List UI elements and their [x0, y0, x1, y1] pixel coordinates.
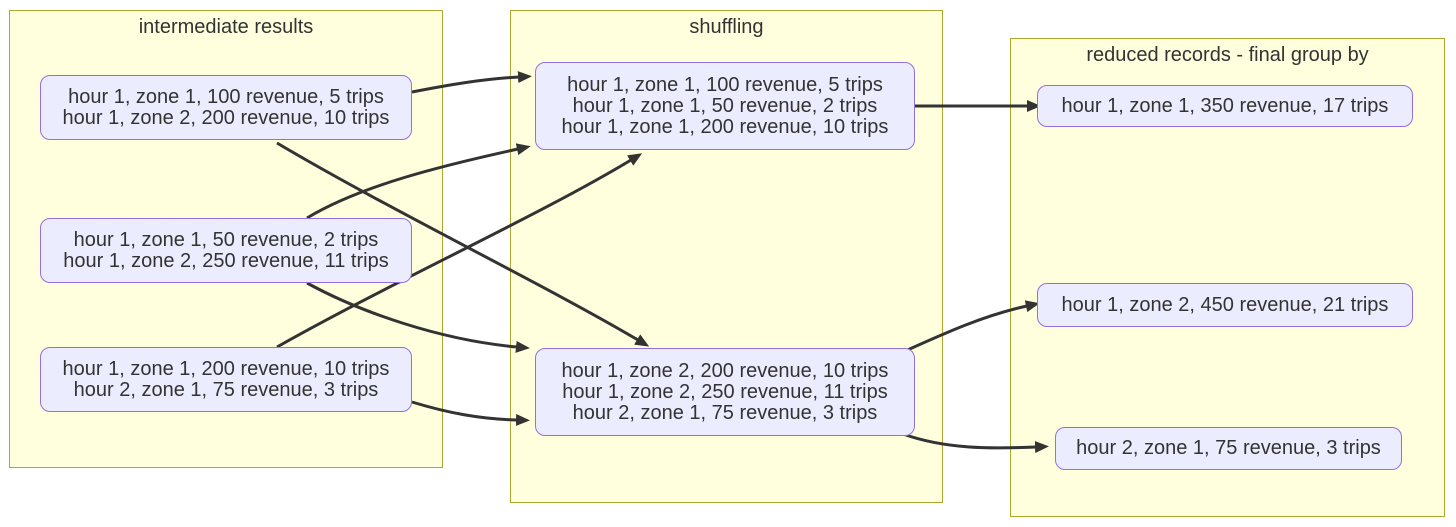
record-line: hour 1, zone 1, 50 revenue, 2 trips	[572, 94, 878, 117]
cluster-title: reduced records - final group by	[1086, 44, 1369, 66]
node-reduced-2: hour 1, zone 2, 450 revenue, 21 trips	[1037, 283, 1413, 327]
record-line: hour 1, zone 1, 200 revenue, 10 trips	[62, 357, 390, 380]
record-line: hour 2, zone 1, 75 revenue, 3 trips	[572, 401, 878, 424]
edge-l3-m1	[276, 153, 643, 349]
edge-m2-r2	[902, 300, 1040, 354]
record-line: hour 1, zone 1, 200 revenue, 10 trips	[561, 115, 889, 138]
edge-l2-m1	[306, 143, 531, 220]
node-intermediate-3: hour 1, zone 1, 200 revenue, 10 trips ho…	[40, 347, 412, 412]
edge-l3-m2	[411, 400, 530, 426]
record-line: hour 1, zone 1, 350 revenue, 17 trips	[1061, 94, 1389, 117]
node-intermediate-1: hour 1, zone 1, 100 revenue, 5 trips hou…	[40, 75, 412, 140]
edge-m2-r3	[902, 432, 1049, 454]
record-line: hour 1, zone 2, 200 revenue, 10 trips	[62, 106, 390, 129]
record-line: hour 1, zone 1, 100 revenue, 5 trips	[68, 85, 384, 108]
edge-l2-m2	[306, 281, 530, 353]
edge-l1-m2	[276, 141, 650, 347]
record-line: hour 2, zone 1, 75 revenue, 3 trips	[1076, 437, 1381, 459]
node-reduced-3: hour 2, zone 1, 75 revenue, 3 trips	[1055, 427, 1402, 470]
record-line: hour 1, zone 2, 450 revenue, 21 trips	[1061, 293, 1389, 316]
edge-l1-m1	[411, 71, 532, 94]
node-reduced-1: hour 1, zone 1, 350 revenue, 17 trips	[1037, 85, 1413, 127]
node-shuffle-zone2: hour 1, zone 2, 200 revenue, 10 trips ho…	[535, 348, 915, 436]
record-line: hour 1, zone 2, 250 revenue, 11 trips	[63, 249, 389, 272]
cluster-title: shuffling	[689, 16, 764, 38]
cluster-title: intermediate results	[138, 16, 314, 38]
node-shuffle-zone1: hour 1, zone 1, 100 revenue, 5 trips hou…	[535, 62, 915, 150]
record-line: hour 1, zone 1, 50 revenue, 2 trips	[73, 228, 379, 251]
record-line: hour 2, zone 1, 75 revenue, 3 trips	[73, 378, 379, 401]
record-line: hour 1, zone 2, 250 revenue, 11 trips	[562, 380, 888, 403]
record-line: hour 1, zone 1, 100 revenue, 5 trips	[567, 73, 883, 96]
node-intermediate-2: hour 1, zone 1, 50 revenue, 2 trips hour…	[40, 218, 412, 283]
record-line: hour 1, zone 2, 200 revenue, 10 trips	[561, 359, 889, 382]
